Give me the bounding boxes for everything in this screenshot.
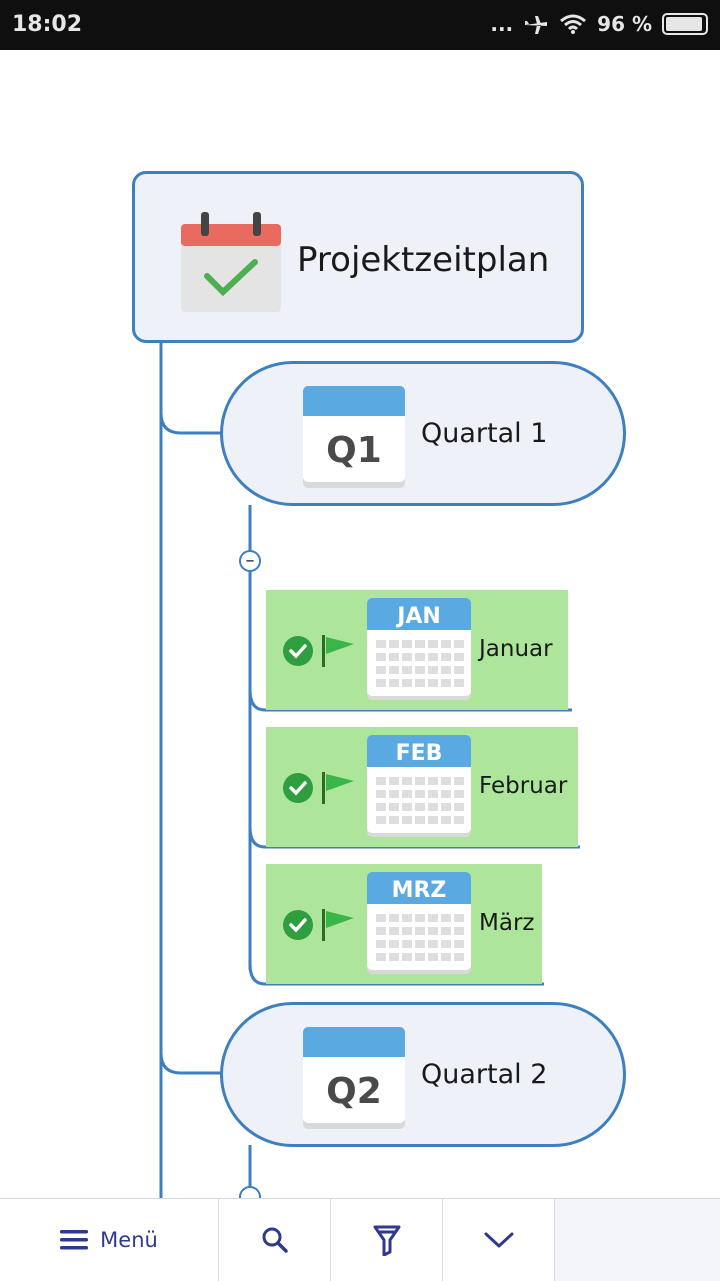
search-icon	[262, 1227, 288, 1253]
root-node[interactable]: Projektzeitplan	[132, 171, 584, 343]
more-dots-icon: ...	[490, 12, 514, 36]
mindmap-canvas[interactable]: Projektzeitplan Q1 Quartal 1 –	[0, 50, 720, 1198]
toolbar-spacer	[555, 1199, 720, 1281]
quarter-node-1[interactable]: Q1 Quartal 1	[220, 361, 626, 506]
check-circle-icon	[283, 636, 313, 666]
chevron-down-icon	[484, 1232, 513, 1248]
month-label-januar: Januar	[479, 636, 553, 662]
filter-button[interactable]	[331, 1199, 443, 1281]
status-icons: ... 96 %	[490, 12, 708, 36]
calendar-jan-icon: JAN	[367, 598, 471, 700]
mrz-badge-text: MRZ	[392, 878, 447, 903]
filter-icon	[373, 1225, 400, 1256]
quarter-node-2[interactable]: Q2 Quartal 2	[220, 1002, 626, 1147]
bottom-toolbar: Menü	[0, 1198, 720, 1281]
month-label-maerz: März	[479, 910, 535, 936]
month-node-februar[interactable]: FEB Februar	[266, 727, 578, 847]
battery-percent: 96 %	[597, 12, 652, 36]
quarter-label-2: Quartal 2	[421, 1059, 548, 1090]
flag-icon	[322, 772, 354, 804]
month-label-februar: Februar	[479, 773, 568, 799]
check-circle-icon	[283, 773, 313, 803]
calendar-mrz-icon: MRZ	[367, 872, 471, 974]
connector-lines	[159, 343, 580, 1198]
airplane-mode-icon	[525, 16, 548, 34]
q1-badge-text: Q1	[326, 430, 382, 471]
more-button[interactable]	[443, 1199, 555, 1281]
jan-badge-text: JAN	[395, 604, 441, 629]
check-circle-icon	[283, 910, 313, 940]
wifi-icon	[560, 14, 587, 34]
calendar-check-icon	[181, 212, 281, 312]
menu-button[interactable]: Menü	[0, 1199, 219, 1281]
collapse-toggle-icon[interactable]: –	[239, 550, 261, 572]
calendar-feb-icon: FEB	[367, 735, 471, 837]
battery-icon	[662, 13, 708, 35]
status-time: 18:02	[12, 12, 83, 37]
month-node-maerz[interactable]: MRZ März	[266, 864, 542, 984]
q2-badge-text: Q2	[326, 1071, 382, 1112]
menu-label: Menü	[100, 1228, 158, 1252]
calendar-q1-icon: Q1	[303, 386, 405, 488]
hamburger-icon	[60, 1230, 89, 1250]
search-button[interactable]	[219, 1199, 331, 1281]
feb-badge-text: FEB	[396, 741, 443, 766]
collapse-toggle-icon-2[interactable]	[239, 1186, 261, 1198]
status-bar: 18:02 ... 96 %	[0, 0, 720, 50]
flag-icon	[322, 635, 354, 667]
quarter-label-1: Quartal 1	[421, 418, 548, 449]
month-node-januar[interactable]: JAN Januar	[266, 590, 568, 710]
root-title: Projektzeitplan	[297, 240, 550, 280]
calendar-q2-icon: Q2	[303, 1027, 405, 1129]
flag-icon	[322, 909, 354, 941]
